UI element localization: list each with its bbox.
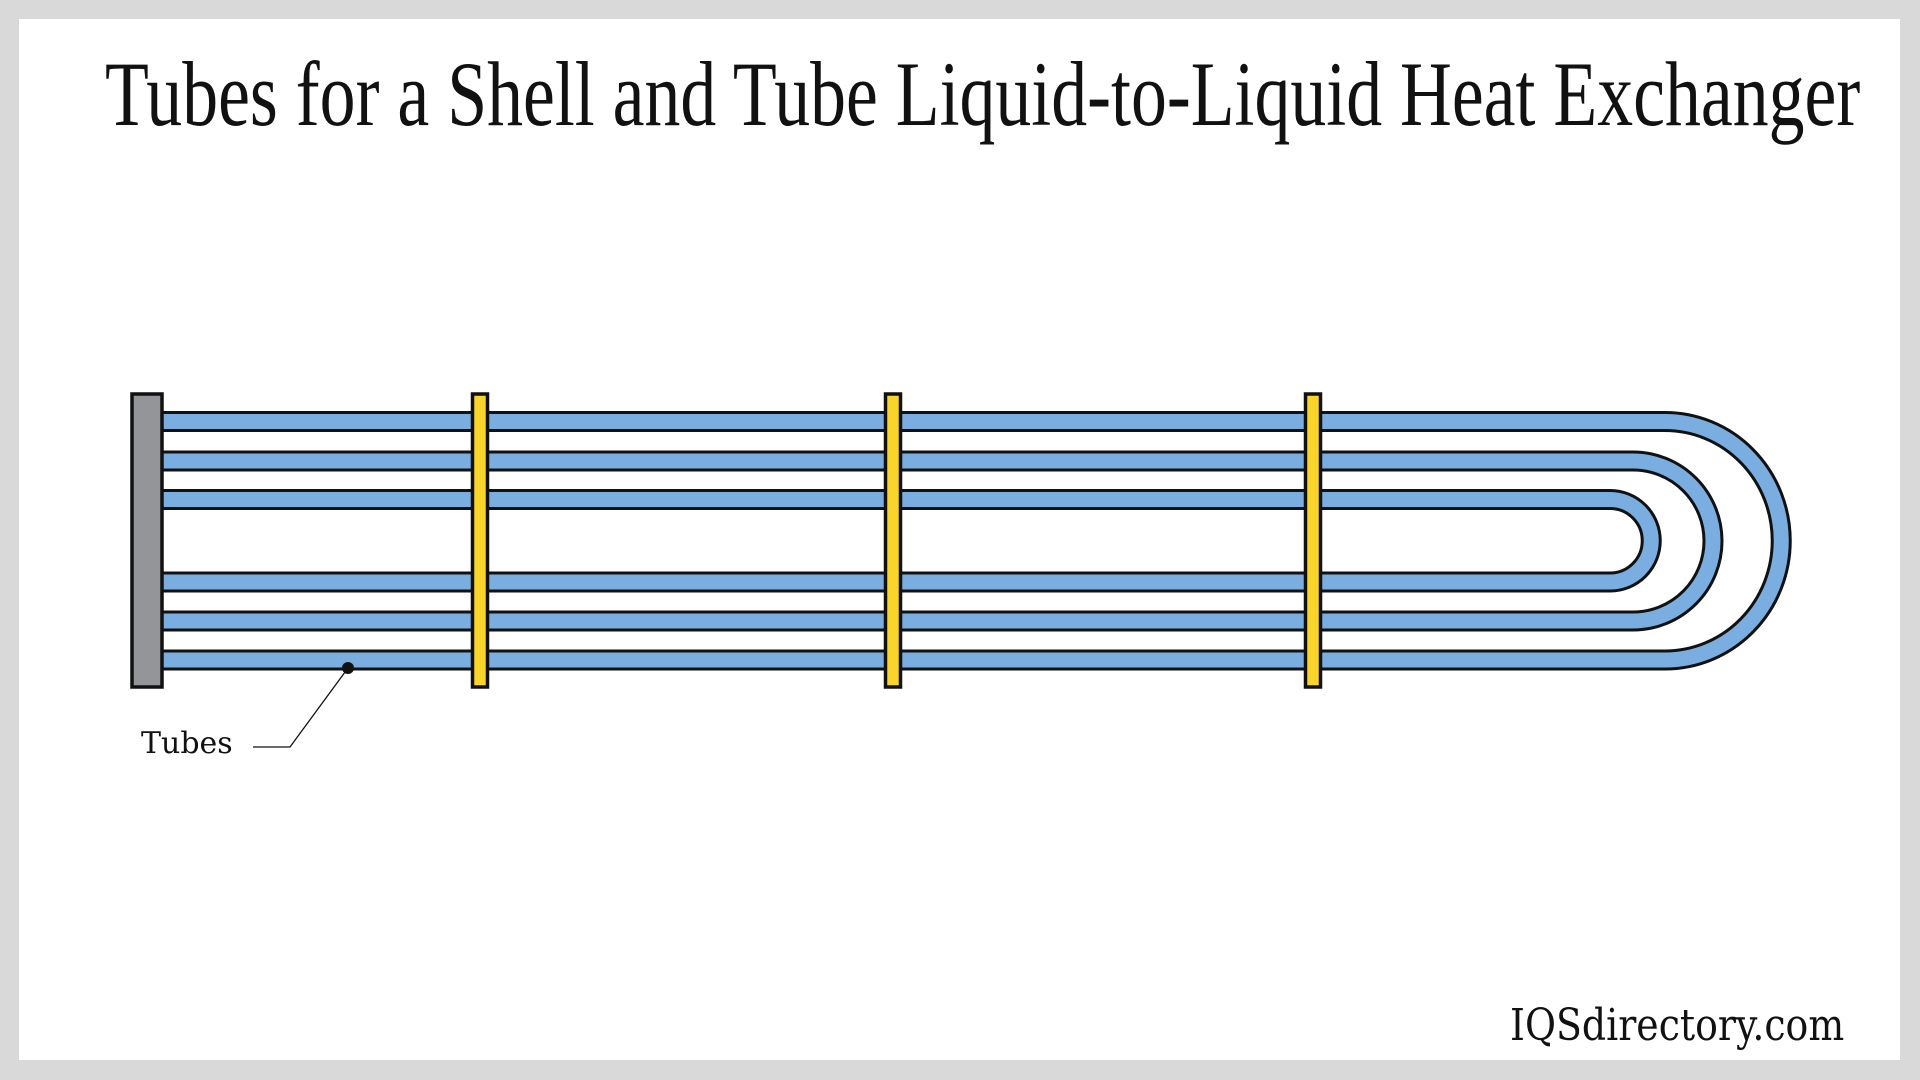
tube-bundle — [162, 411, 1792, 671]
watermark: IQSdirectory.com — [1510, 1000, 1845, 1051]
tube-inner-u — [162, 492, 1659, 590]
tube-inner-u-outline — [162, 489, 1662, 593]
callout-line — [253, 667, 349, 748]
diagram-card — [19, 19, 1900, 1060]
tube-outer-u — [162, 414, 1789, 668]
tube-middle-u-outline — [162, 450, 1724, 632]
tube-middle-u — [162, 453, 1721, 629]
tubes-callout-label: Tubes — [141, 726, 233, 761]
tubes-callout-leader — [253, 662, 354, 748]
baffle-2 — [883, 392, 903, 689]
baffle-3 — [1303, 392, 1323, 689]
baffle-1 — [470, 392, 490, 689]
baffles — [470, 392, 1323, 689]
tubesheet — [130, 392, 164, 689]
